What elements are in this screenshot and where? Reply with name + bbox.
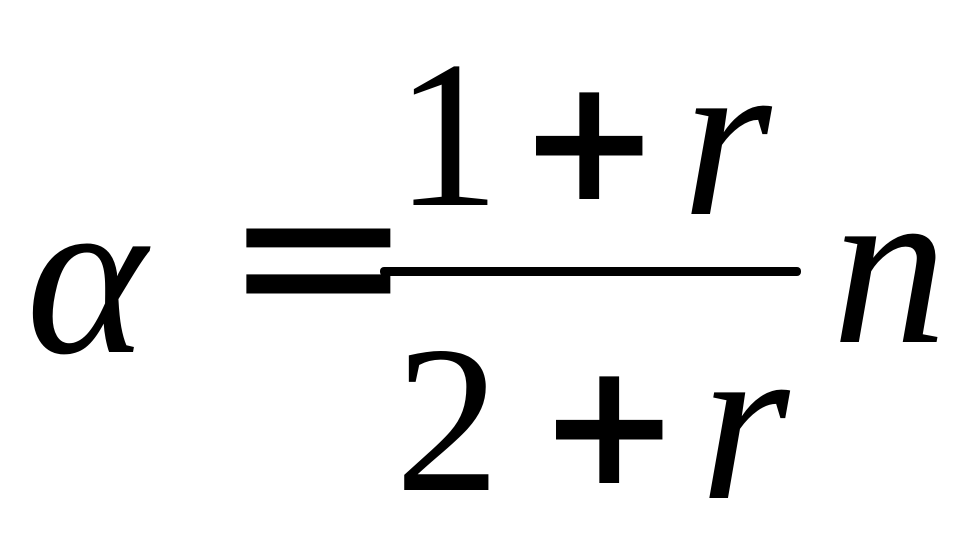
numerator-plus-sign: + bbox=[518, 42, 661, 240]
numerator-term-r: r bbox=[682, 9, 772, 264]
denominator-term-2: 2 bbox=[395, 304, 500, 536]
fraction-bar bbox=[380, 267, 801, 276]
denominator-plus-sign: + bbox=[538, 326, 681, 524]
alpha-symbol: α bbox=[26, 147, 147, 402]
numerator-term-1: 1 bbox=[395, 19, 500, 251]
equals-sign: = bbox=[222, 121, 415, 388]
n-variable: n bbox=[832, 137, 947, 392]
denominator-term-r: r bbox=[700, 293, 790, 548]
math-formula: α = 1 + r 2 + r n bbox=[26, 9, 947, 536]
